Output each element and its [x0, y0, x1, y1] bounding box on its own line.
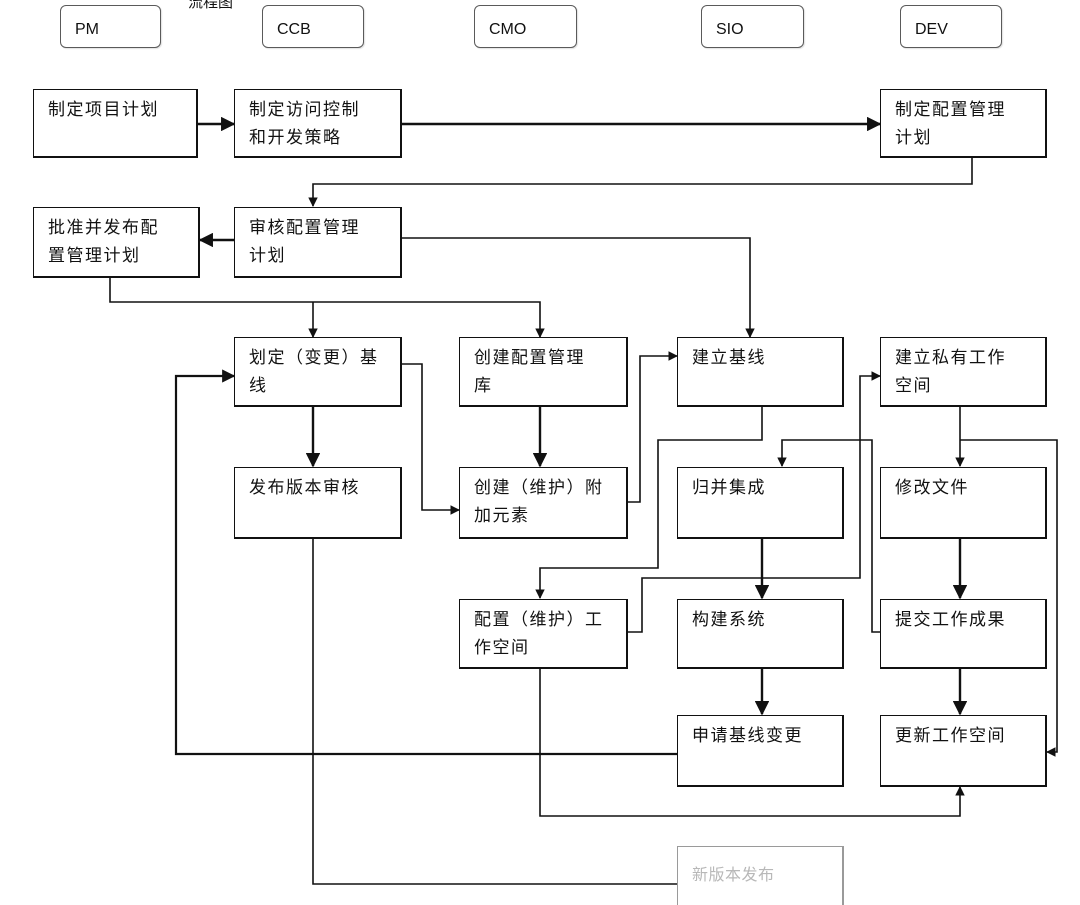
- node-text-line: 划定（变更）基: [249, 348, 379, 368]
- node-text-line: 发布版本审核: [249, 478, 360, 498]
- edge-build-baseline-to-workspace: [535, 407, 763, 599]
- role-cmo: CMO: [474, 5, 577, 48]
- edge-workspace-to-private: [628, 371, 881, 633]
- node-dev-update: 更新工作空间: [880, 715, 1047, 787]
- node-sio-build-system: 构建系统: [677, 599, 844, 669]
- node-text-line: 归并集成: [692, 478, 766, 498]
- node-text-line: 修改文件: [895, 478, 969, 498]
- node-text-line: 配置（维护）工: [474, 610, 604, 630]
- node-text-line: 库: [474, 376, 493, 396]
- node-dev-submit: 提交工作成果: [880, 599, 1047, 669]
- node-text-line: 创建（维护）附: [474, 478, 604, 498]
- node-text-line: 线: [249, 376, 268, 396]
- node-text-line: 作空间: [474, 638, 530, 658]
- node-text-line: 建立基线: [692, 348, 766, 368]
- node-text-line: 批准并发布配: [48, 218, 159, 238]
- node-text-line: 和开发策略: [249, 128, 342, 148]
- node-sio-request: 申请基线变更: [677, 715, 844, 787]
- node-text-line: 新版本发布: [692, 865, 775, 884]
- node-ccb-baseline: 划定（变更）基 线: [234, 337, 402, 407]
- edge-private-to-update: [960, 439, 1058, 757]
- edge-request-to-baseline: [174, 369, 677, 756]
- role-dev: DEV: [900, 5, 1002, 48]
- node-text-line: 制定项目计划: [48, 100, 159, 120]
- node-text-line: 建立私有工作: [895, 348, 1006, 368]
- node-text-line: 更新工作空间: [895, 726, 1006, 746]
- edge-extra-to-build-baseline: [628, 351, 678, 503]
- edge-cmplan-to-review: [308, 158, 973, 207]
- node-cmo-extra: 创建（维护）附 加元素: [459, 467, 628, 539]
- node-dev-cmplan: 制定配置管理 计划: [880, 89, 1047, 158]
- node-pm-plan: 制定项目计划: [33, 89, 198, 158]
- node-text-line: 创建配置管理: [474, 348, 585, 368]
- node-dev-modify: 修改文件: [880, 467, 1047, 539]
- node-sio-faded: 新版本发布: [677, 846, 844, 905]
- role-ccb: CCB: [262, 5, 364, 48]
- node-sio-build-baseline: 建立基线: [677, 337, 844, 407]
- edge-review-to-build-baseline: [402, 237, 755, 338]
- node-text-line: 制定配置管理: [895, 100, 1006, 120]
- node-text-line: 审核配置管理: [249, 218, 360, 238]
- node-text-line: 申请基线变更: [692, 726, 803, 746]
- role-sio: SIO: [701, 5, 804, 48]
- node-text-line: 计划: [895, 128, 932, 148]
- edge-baseline-to-extra: [402, 363, 460, 515]
- node-pm-approve: 批准并发布配 置管理计划: [33, 207, 200, 278]
- node-ccb-release: 发布版本审核: [234, 467, 402, 539]
- node-text-line: 计划: [249, 246, 286, 266]
- node-text-line: 空间: [895, 376, 932, 396]
- edge-release-to-faded: [312, 539, 677, 885]
- edge-submit-to-merge: [777, 439, 880, 633]
- node-text-line: 构建系统: [692, 610, 766, 630]
- node-cmo-library: 创建配置管理 库: [459, 337, 628, 407]
- role-pm: PM: [60, 5, 161, 48]
- node-sio-merge: 归并集成: [677, 467, 844, 539]
- node-ccb-policy: 制定访问控制 和开发策略: [234, 89, 402, 158]
- node-text-line: 加元素: [474, 506, 530, 526]
- flowchart-title-fragment: 流程图: [188, 0, 234, 11]
- edge-workspace-to-update: [539, 669, 965, 817]
- node-text-line: 制定访问控制: [249, 100, 360, 120]
- edge-approve-to-library: [109, 278, 545, 338]
- node-text-line: 置管理计划: [48, 246, 141, 266]
- node-text-line: 提交工作成果: [895, 610, 1006, 630]
- node-cmo-workspace: 配置（维护）工 作空间: [459, 599, 628, 669]
- node-ccb-review: 审核配置管理 计划: [234, 207, 402, 278]
- node-dev-private: 建立私有工作 空间: [880, 337, 1047, 407]
